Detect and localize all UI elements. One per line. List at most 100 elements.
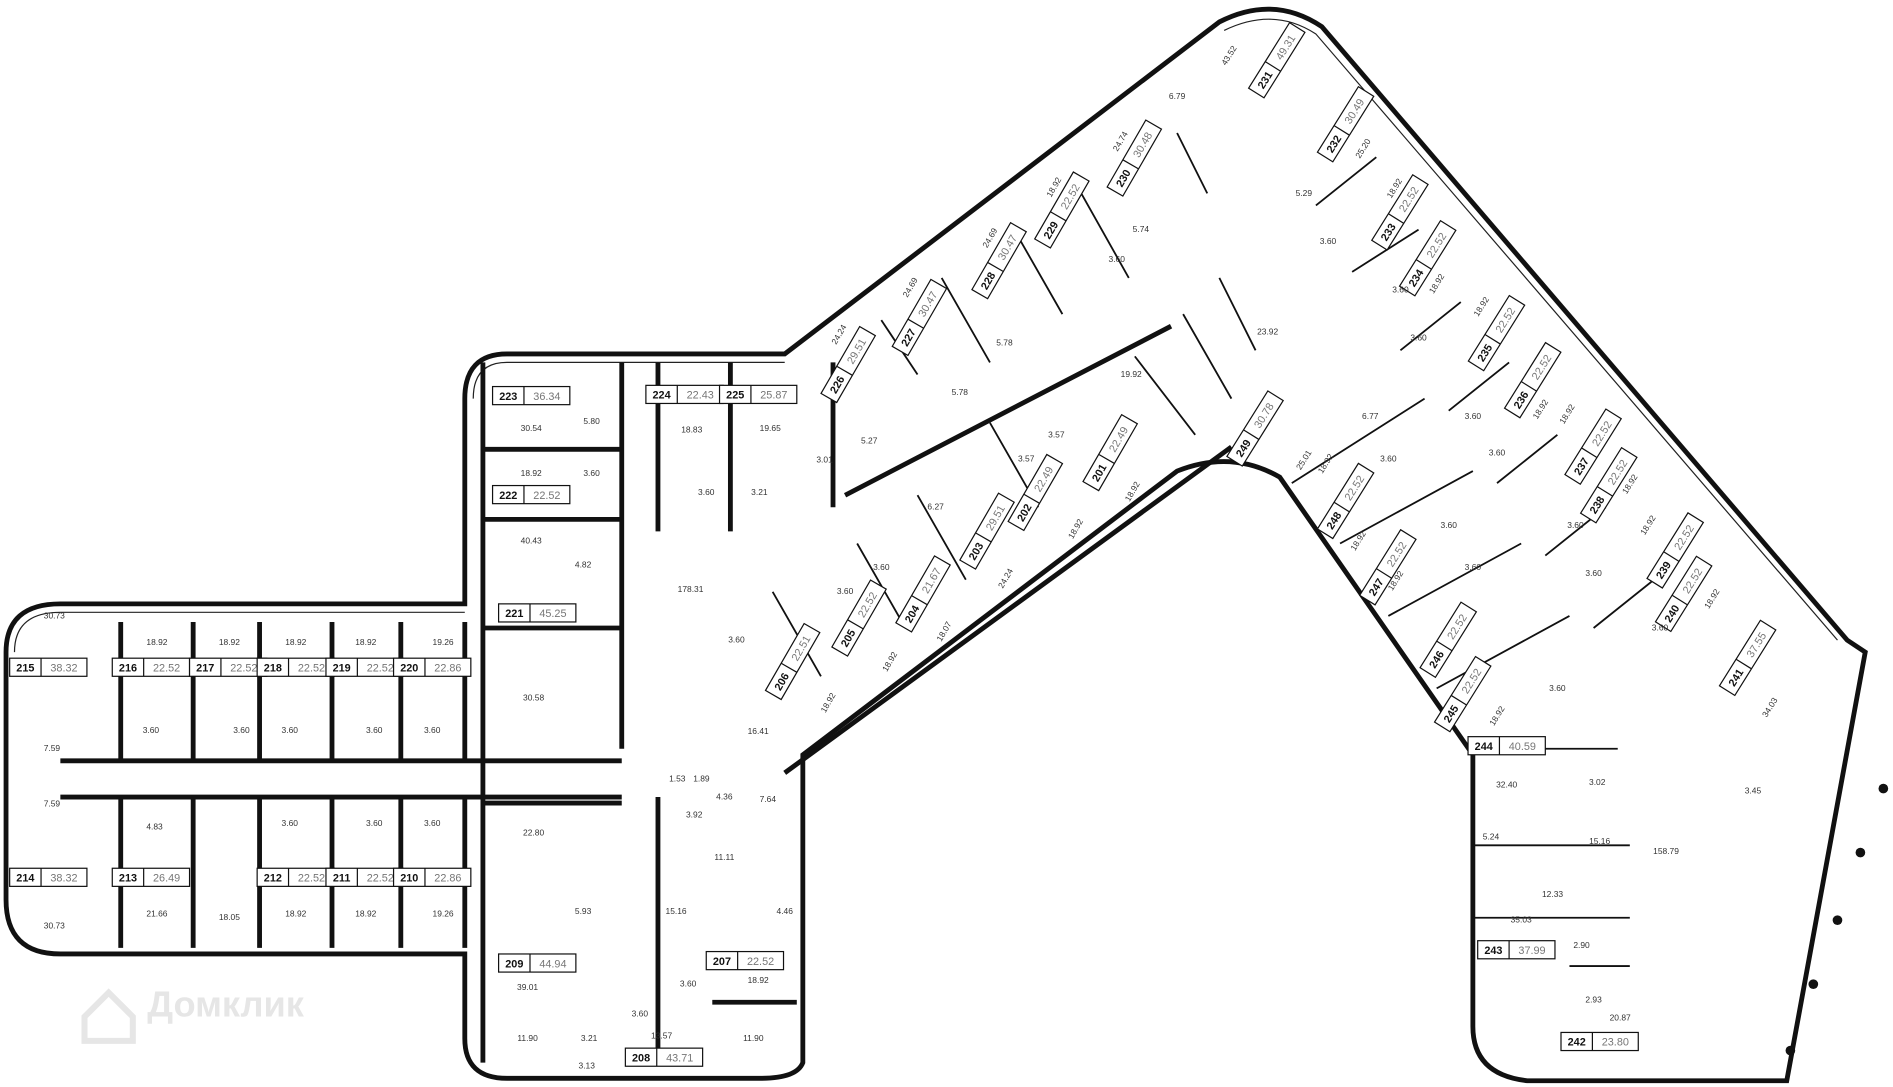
room-area: 7.64 bbox=[760, 794, 777, 804]
room-area: 5.29 bbox=[1296, 188, 1313, 198]
room-area: 3.60 bbox=[1441, 520, 1458, 530]
room-area: 3.60 bbox=[233, 725, 250, 735]
room-area: 5.27 bbox=[861, 435, 878, 445]
room-area: 3.60 bbox=[1585, 568, 1602, 578]
unit-total-area: 22.86 bbox=[434, 873, 461, 885]
room-area: 23.92 bbox=[1257, 327, 1278, 337]
unit-label-box bbox=[820, 325, 877, 404]
unit-living-area: 20.87 bbox=[1610, 1012, 1631, 1022]
unit-label-box bbox=[1007, 453, 1064, 532]
unit-label-box bbox=[491, 484, 571, 505]
unit-living-area: 18.92 bbox=[1471, 295, 1491, 318]
room-area: 6.27 bbox=[927, 502, 944, 512]
room-area: 5.24 bbox=[1483, 831, 1500, 841]
watermark-text: Домклик bbox=[147, 984, 304, 1025]
divider bbox=[1663, 551, 1680, 562]
direction-dots bbox=[1785, 783, 1889, 1056]
unit-living-area: 19.26 bbox=[433, 637, 454, 647]
unit-label-box bbox=[705, 950, 785, 971]
unit-number: 207 bbox=[713, 956, 731, 968]
unit-living-area: 18.07 bbox=[934, 619, 953, 643]
unit-number: 242 bbox=[1568, 1037, 1586, 1049]
unit-living-area: 18.92 bbox=[880, 650, 899, 674]
room-area: 3.60 bbox=[1109, 254, 1126, 264]
unit-living-area: 18.92 bbox=[285, 637, 306, 647]
room-area: 3.60 bbox=[1652, 622, 1669, 632]
unit-label-box bbox=[1560, 1031, 1639, 1052]
unit-living-area: 35.03 bbox=[1511, 915, 1532, 925]
room-area: 4.46 bbox=[777, 906, 794, 916]
divider bbox=[1450, 694, 1467, 706]
room-area: 18.05 bbox=[219, 912, 240, 922]
unit-number: 211 bbox=[333, 873, 351, 885]
unit-number: 244 bbox=[1475, 741, 1493, 753]
unit-number: 220 bbox=[400, 662, 418, 674]
building-outline bbox=[3, 6, 1868, 1084]
unit-number: 219 bbox=[333, 662, 351, 674]
unit-label-box bbox=[497, 953, 577, 973]
room-area: 3.60 bbox=[873, 562, 890, 572]
unit-label-box bbox=[1564, 408, 1623, 485]
room-area: 3.21 bbox=[581, 1033, 598, 1043]
divider bbox=[1596, 486, 1613, 497]
unit-number: 215 bbox=[16, 662, 34, 674]
room-area: 3.60 bbox=[1410, 333, 1427, 343]
unit-total-area: 22.52 bbox=[298, 873, 325, 885]
unit-living-area: 24.24 bbox=[829, 322, 848, 346]
room-area: 3.13 bbox=[579, 1061, 596, 1071]
room-area: 3.60 bbox=[1489, 447, 1506, 457]
unit-label-box bbox=[1398, 219, 1457, 297]
divider bbox=[1376, 568, 1393, 579]
room-area: 7.59 bbox=[44, 799, 61, 809]
unit-living-area: 18.83 bbox=[681, 424, 702, 434]
room-area: 3.60 bbox=[143, 725, 160, 735]
unit-living-area: 18.92 bbox=[1066, 517, 1085, 541]
unit-label-box bbox=[1358, 528, 1417, 606]
room-area: 30.58 bbox=[523, 692, 544, 702]
unit-label-box bbox=[971, 221, 1028, 300]
